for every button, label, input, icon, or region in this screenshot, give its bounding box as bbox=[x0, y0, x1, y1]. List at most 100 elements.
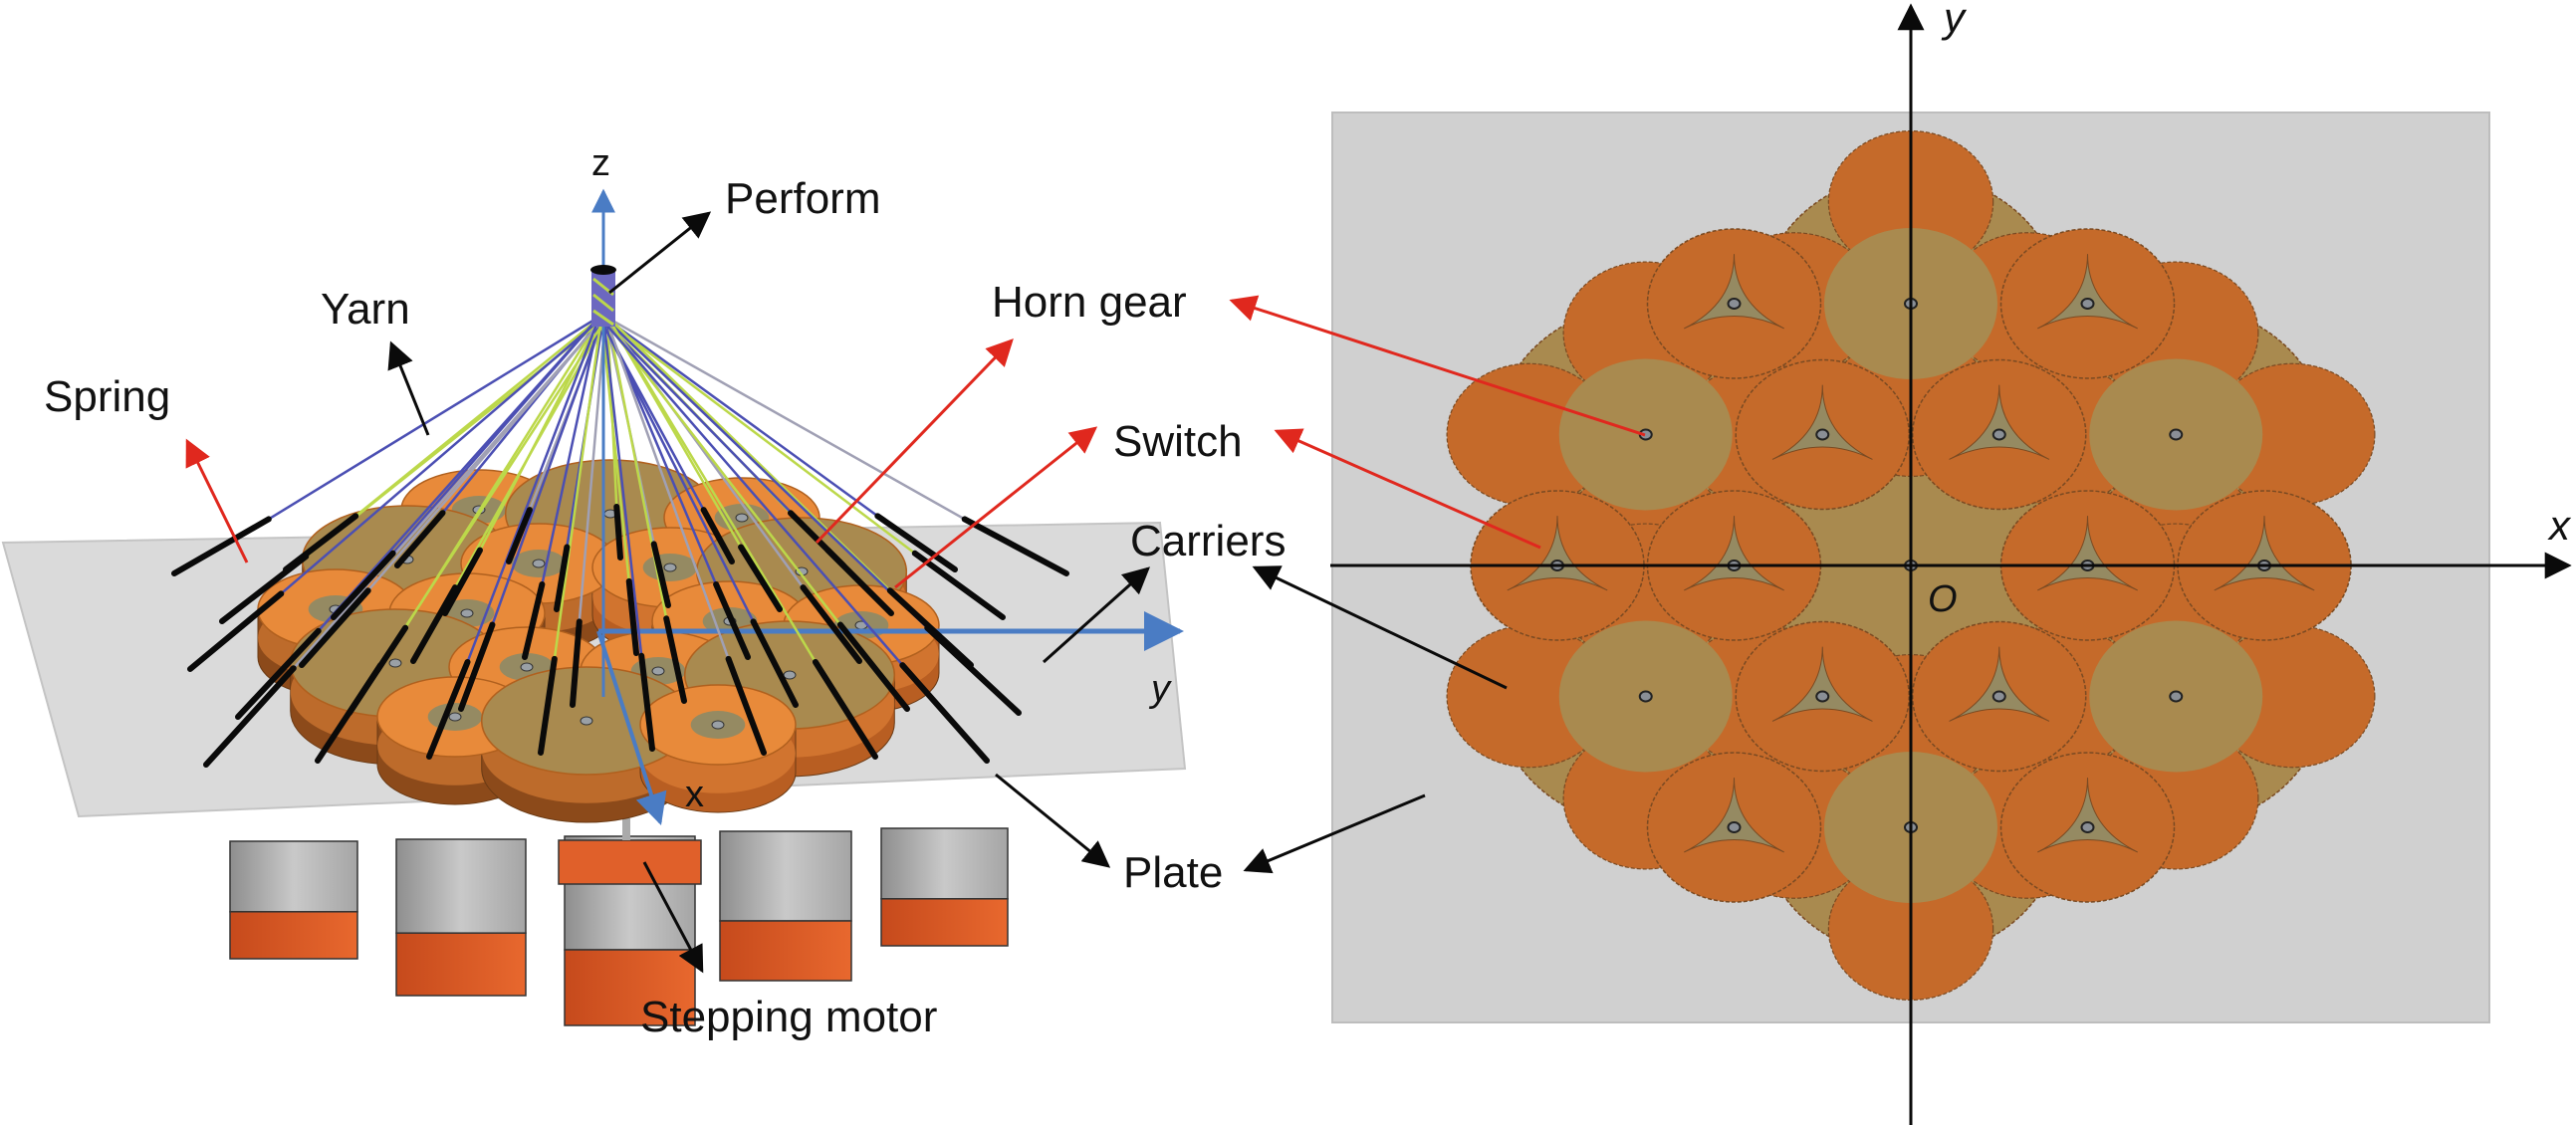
spring bbox=[961, 516, 1069, 576]
spring bbox=[924, 624, 1022, 716]
carrier-3d bbox=[520, 662, 534, 672]
spring bbox=[171, 516, 272, 576]
carrier-dot bbox=[1815, 428, 1830, 441]
stepping-motor-label: Stepping motor bbox=[640, 993, 937, 1041]
yarn-arrow bbox=[387, 340, 430, 436]
spring bbox=[836, 621, 910, 712]
yarn bbox=[600, 316, 916, 555]
spring bbox=[700, 507, 735, 564]
perform-arrow bbox=[608, 211, 712, 295]
motor-shaft bbox=[622, 818, 630, 840]
carriers-arrow-right bbox=[1252, 565, 1508, 690]
switch bbox=[2037, 516, 2138, 591]
y-axis-label-top-view: y bbox=[1941, 0, 1968, 41]
yarn bbox=[379, 316, 609, 666]
motor-body bbox=[229, 840, 358, 913]
spring bbox=[410, 584, 459, 664]
yarn bbox=[598, 316, 904, 666]
motor-base bbox=[564, 949, 696, 1026]
motor-body bbox=[880, 827, 1009, 900]
motor-base bbox=[229, 911, 358, 960]
plate-arrow-right bbox=[1243, 793, 1426, 874]
spring bbox=[663, 615, 687, 704]
carrier-3d bbox=[651, 666, 665, 676]
plate-arrow-left bbox=[995, 773, 1111, 868]
switch bbox=[1771, 646, 1873, 722]
yarn bbox=[600, 316, 841, 626]
switch bbox=[2214, 516, 2315, 591]
spring bbox=[394, 510, 446, 568]
stepping-motors bbox=[229, 818, 1009, 1026]
switch bbox=[2037, 254, 2138, 330]
spring bbox=[331, 550, 396, 620]
x-axis-label-top-view: x bbox=[2547, 502, 2572, 549]
spring bbox=[203, 665, 297, 768]
carrier-dot bbox=[2080, 298, 2095, 310]
yarn bbox=[602, 315, 879, 518]
carrier-3d bbox=[711, 720, 725, 730]
carrier-dot bbox=[1815, 690, 1830, 703]
carrier-3d bbox=[580, 716, 593, 726]
carrier-dot bbox=[2080, 821, 2095, 833]
yarn bbox=[597, 316, 755, 622]
spring bbox=[812, 658, 878, 760]
yarn bbox=[280, 316, 604, 595]
switch-arrow-left bbox=[894, 426, 1098, 589]
horn-gear-assembly-3d bbox=[257, 459, 940, 823]
spring bbox=[554, 544, 571, 612]
spring bbox=[538, 655, 558, 756]
spring-arrow bbox=[185, 438, 249, 563]
spring bbox=[219, 553, 310, 624]
spring bbox=[570, 618, 583, 708]
perform-label: Perform bbox=[725, 174, 880, 223]
switch bbox=[1949, 384, 2050, 460]
switch bbox=[1684, 516, 1784, 591]
carrier-3d bbox=[460, 608, 474, 618]
stepping-motor bbox=[395, 838, 527, 997]
yarn bbox=[606, 316, 891, 592]
spring bbox=[235, 627, 322, 720]
spring bbox=[522, 580, 546, 660]
switch bbox=[2037, 778, 2138, 853]
spring bbox=[613, 503, 623, 561]
carrier-3d bbox=[783, 670, 797, 680]
x-axis-label-3d: x bbox=[685, 774, 704, 815]
carriers-arrow-left bbox=[1042, 566, 1151, 664]
spring bbox=[187, 590, 285, 672]
yarn bbox=[541, 316, 601, 585]
spring bbox=[738, 544, 783, 612]
spring bbox=[442, 547, 483, 616]
yarn bbox=[317, 316, 600, 632]
motor-base bbox=[719, 920, 852, 982]
switch bbox=[1771, 384, 1873, 460]
carriers-label: Carriers bbox=[1130, 517, 1286, 565]
spring bbox=[750, 618, 799, 708]
switch-label: Switch bbox=[1113, 417, 1243, 466]
carrier-dot bbox=[2169, 428, 2184, 441]
yarn bbox=[602, 316, 929, 629]
yarn bbox=[268, 315, 600, 521]
yarn bbox=[604, 315, 966, 521]
spring bbox=[713, 580, 751, 660]
carrier-dot bbox=[1991, 428, 2006, 441]
motor-base bbox=[395, 932, 527, 997]
spring bbox=[911, 550, 1006, 620]
switch bbox=[1949, 646, 2050, 722]
spring bbox=[458, 621, 496, 712]
yarn bbox=[292, 316, 606, 670]
stepping-motor bbox=[719, 830, 852, 982]
carrier-3d bbox=[388, 658, 402, 668]
switch bbox=[1684, 254, 1784, 330]
spring bbox=[426, 658, 471, 760]
spring bbox=[299, 587, 371, 668]
yarn bbox=[603, 316, 730, 660]
yarn bbox=[601, 316, 643, 656]
preform bbox=[590, 265, 616, 327]
plate-label: Plate bbox=[1123, 848, 1223, 897]
spring bbox=[315, 662, 384, 764]
horn-gear-arrow-right bbox=[1229, 295, 1646, 437]
switch bbox=[1684, 778, 1784, 853]
z-axis-label-3d: z bbox=[591, 142, 610, 184]
carrier-3d bbox=[448, 712, 462, 722]
